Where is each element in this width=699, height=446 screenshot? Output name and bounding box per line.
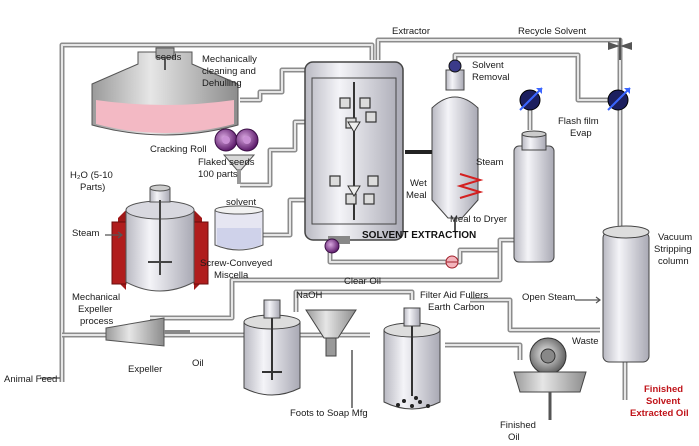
label-filter-aid-2: Earth Carbon bbox=[428, 302, 485, 313]
label-flaked-seeds-1: Flaked seeds bbox=[198, 157, 255, 168]
solvent-removal-vessel bbox=[405, 59, 479, 232]
label-clear-oil: Clear Oil bbox=[344, 276, 381, 287]
flow-valve-left bbox=[519, 87, 543, 111]
vacuum-stripping-column bbox=[602, 225, 650, 363]
label-extractor: Extractor bbox=[392, 26, 430, 37]
extractor bbox=[304, 61, 404, 244]
label-oil: Oil bbox=[192, 358, 204, 369]
label-water-1: H₂O (5-10 bbox=[70, 170, 113, 181]
label-finished-oil-1: Finished bbox=[500, 420, 536, 431]
expeller-vessel bbox=[111, 184, 209, 292]
label-flash-film-2: Evap bbox=[570, 128, 592, 139]
label-wet-meal-1: Wet bbox=[410, 178, 427, 189]
waste-blower bbox=[513, 337, 587, 420]
label-steam-mid: Steam bbox=[476, 157, 504, 168]
label-vacuum-3: column bbox=[658, 256, 689, 267]
label-screw-conveyed-2: Miscella bbox=[214, 270, 249, 281]
label-recycle-solvent: Recycle Solvent bbox=[518, 26, 586, 37]
solvent-tank bbox=[214, 205, 264, 251]
solvent-extraction-valve bbox=[445, 255, 459, 269]
label-steam-left: Steam bbox=[72, 228, 100, 239]
label-mech-expeller-1: Mechanical bbox=[72, 292, 120, 303]
label-naoh: NaOH bbox=[296, 290, 323, 301]
label-solvent-removal-1: Solvent bbox=[472, 60, 504, 71]
extractor-pump bbox=[324, 238, 340, 254]
label-mech-expeller-2: Expeller bbox=[78, 304, 112, 315]
label-finished-oil-2: Oil bbox=[508, 432, 520, 443]
label-solvent-removal-2: Removal bbox=[472, 72, 510, 83]
labels: seeds Mechanically cleaning and Dehullin… bbox=[4, 26, 692, 443]
label-meal-to-dryer: Meal to Dryer bbox=[450, 214, 507, 225]
label-finished-solvent-1: Finished bbox=[644, 384, 683, 395]
label-flash-film-1: Flash film bbox=[558, 116, 599, 127]
flake-funnel bbox=[222, 154, 256, 184]
label-vacuum-1: Vacuum bbox=[658, 232, 692, 243]
label-finished-solvent-3: Extracted Oil bbox=[630, 408, 689, 419]
flash-film-evaporator bbox=[513, 130, 555, 263]
label-expeller: Expeller bbox=[128, 364, 162, 375]
label-flaked-seeds-2: 100 parts bbox=[198, 169, 238, 180]
label-mech-expeller-3: process bbox=[80, 316, 114, 327]
label-mech-cleaning-2: cleaning and bbox=[202, 66, 256, 77]
label-vacuum-2: Stripping bbox=[654, 244, 692, 255]
refining-tank bbox=[243, 299, 301, 396]
expeller-cone bbox=[105, 317, 190, 347]
label-foots: Foots to Soap Mfg bbox=[290, 408, 368, 419]
cracking-roll bbox=[214, 128, 259, 152]
label-screw-conveyed-1: Screw-Conveyed bbox=[200, 258, 272, 269]
label-mech-cleaning-3: Dehulling bbox=[202, 78, 242, 89]
label-open-steam: Open Steam bbox=[522, 292, 575, 303]
label-mech-cleaning-1: Mechanically bbox=[202, 54, 257, 65]
label-seeds: seeds bbox=[156, 52, 182, 63]
filter-tank bbox=[383, 307, 441, 410]
label-water-2: Parts) bbox=[80, 182, 105, 193]
label-animal-feed: Animal Feed bbox=[4, 374, 57, 385]
label-wet-meal-2: Meal bbox=[406, 190, 427, 201]
label-waste: Waste bbox=[572, 336, 599, 347]
label-solvent: solvent bbox=[226, 197, 256, 208]
seed-hopper bbox=[91, 47, 239, 136]
flow-valve-right bbox=[607, 87, 631, 111]
label-finished-solvent-2: Solvent bbox=[646, 396, 681, 407]
flow-arrows bbox=[40, 231, 601, 379]
soap-funnel bbox=[305, 309, 357, 408]
vent-icon bbox=[608, 38, 632, 60]
label-solvent-extraction: SOLVENT EXTRACTION bbox=[362, 230, 476, 241]
steam-coil bbox=[456, 173, 484, 199]
label-filter-aid-1: Filter Aid Fullers bbox=[420, 290, 488, 301]
label-cracking-roll: Cracking Roll bbox=[150, 144, 207, 155]
